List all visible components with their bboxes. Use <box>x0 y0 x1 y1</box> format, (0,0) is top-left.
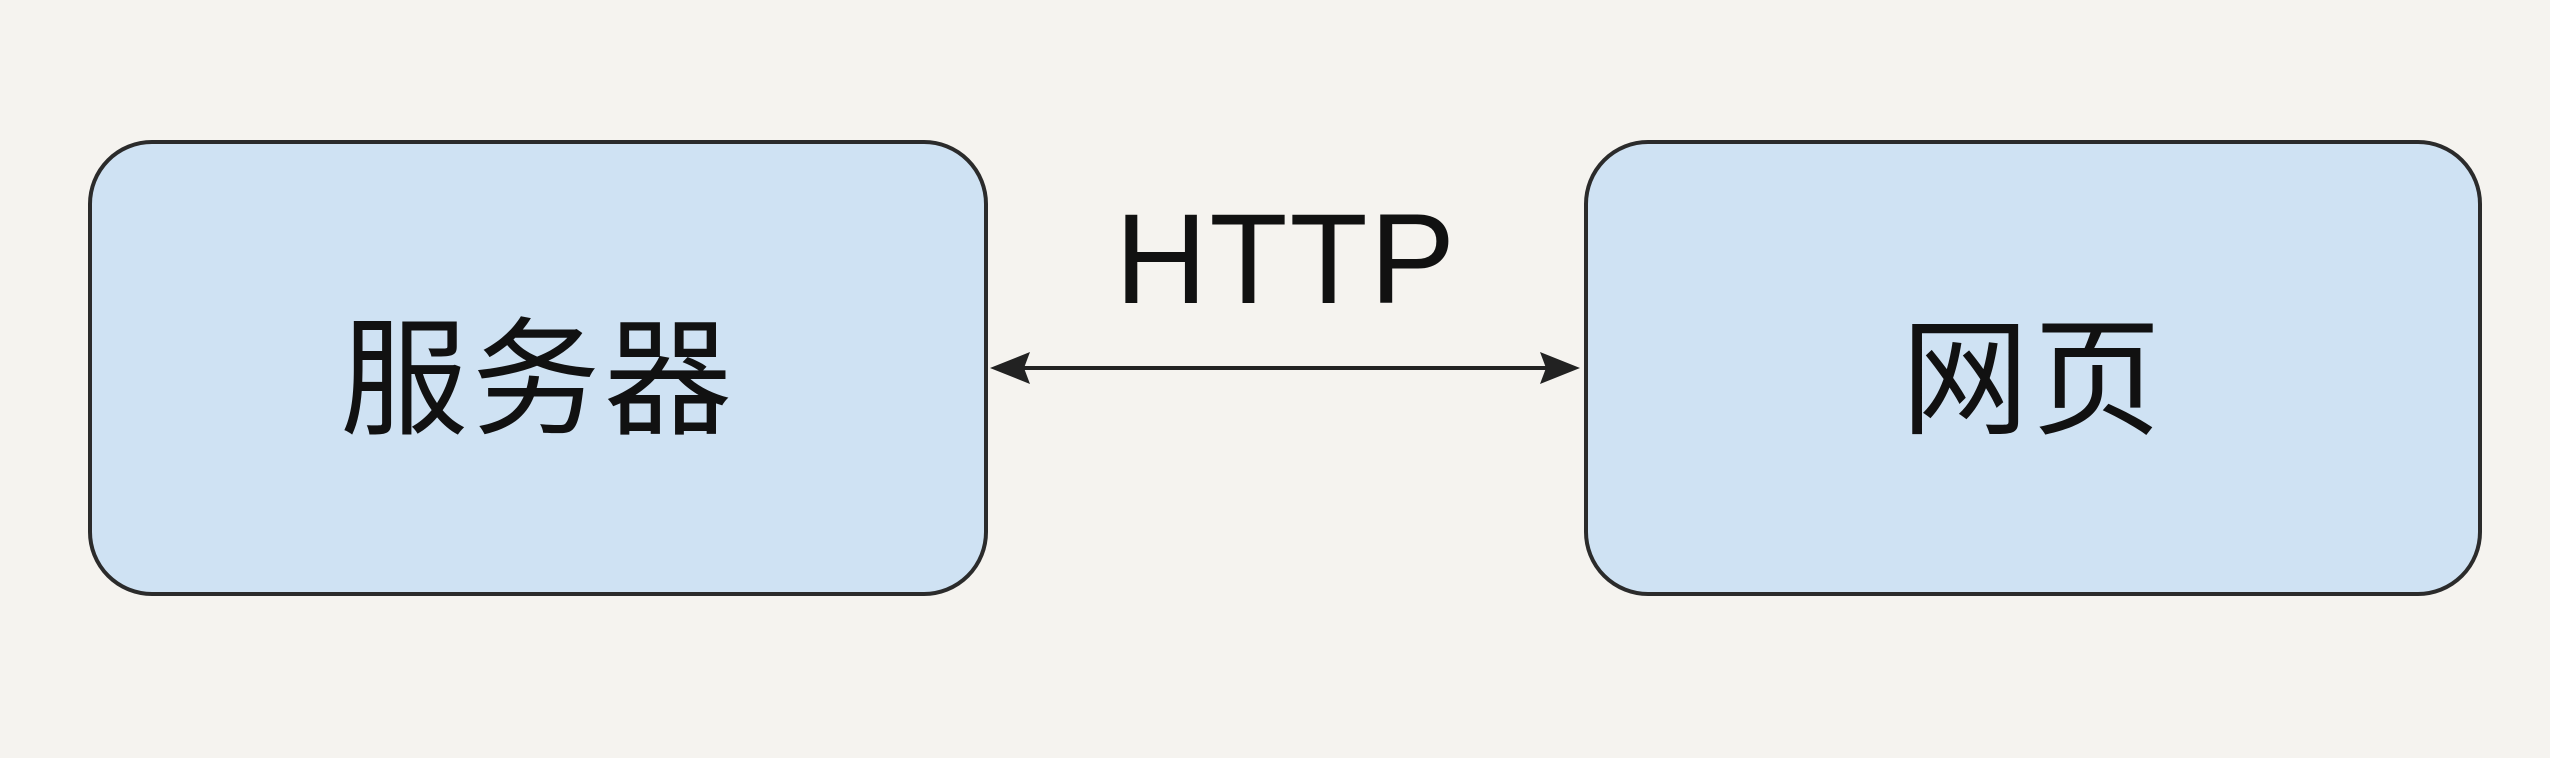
left-arrowhead-icon <box>990 352 1030 384</box>
webpage-label: 网页 <box>1900 305 2165 455</box>
webpage-node: 网页 <box>1584 140 2482 596</box>
http-label: HTTP <box>1114 188 1458 331</box>
server-label: 服务器 <box>339 305 736 455</box>
server-node: 服务器 <box>88 140 988 596</box>
right-arrowhead-icon <box>1540 352 1580 384</box>
